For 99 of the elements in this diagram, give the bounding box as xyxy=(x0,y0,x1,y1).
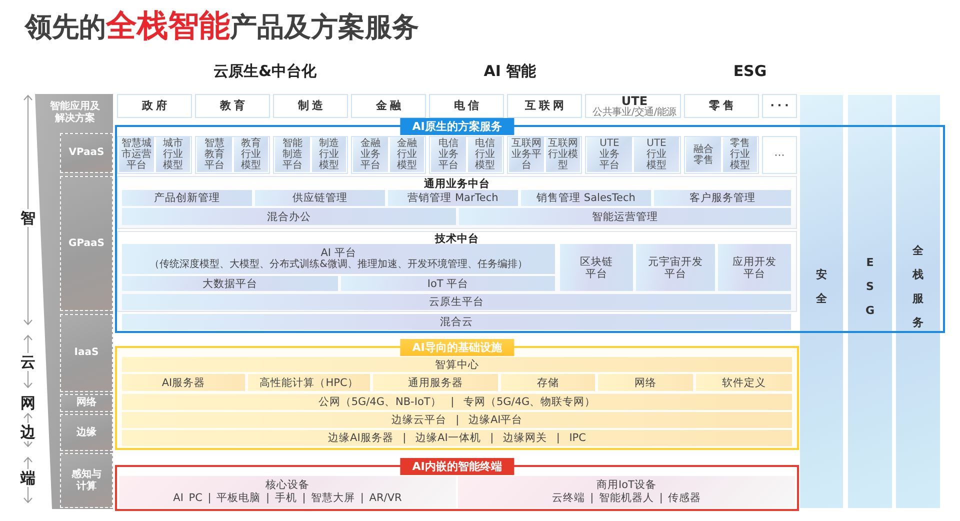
section-label: ESG xyxy=(733,62,767,80)
column-text: 全栈服务 xyxy=(912,242,924,330)
solution-tile: 互联网行业模型 xyxy=(546,137,580,172)
industry-header: 制造 xyxy=(273,94,348,118)
device-category: 商用IoT设备 xyxy=(596,479,656,492)
layer-tab: 感知与计算 xyxy=(60,453,113,508)
platform-tile: 混合云 xyxy=(122,314,791,330)
industry-header: 零售 xyxy=(684,94,759,118)
platform-tile: 智能运营管理 xyxy=(459,208,791,225)
industry-panel xyxy=(507,136,582,174)
industry-header: 金融 xyxy=(351,94,426,118)
industry-subtitle: 公共事业/交通/能源 xyxy=(592,106,676,118)
platform-tile: 营销管理 MarTech xyxy=(388,190,518,206)
solution-tile: 智能制造平台 xyxy=(275,137,310,172)
platform-tile: 元宇宙开发平台 xyxy=(636,244,715,291)
device-category: 核心设备 xyxy=(266,479,310,492)
industry-panel xyxy=(351,136,426,174)
platform-tile xyxy=(122,244,555,274)
capability-column xyxy=(896,95,940,508)
platform-tile: 销售管理 SalesTech xyxy=(521,190,651,206)
platform-group xyxy=(117,231,797,312)
industry-panel xyxy=(117,136,192,174)
platform-group xyxy=(117,176,797,229)
industry-panel xyxy=(273,136,348,174)
frame-tag: AI导向的基础设施 xyxy=(400,339,514,356)
platform-tile: 应用开发平台 xyxy=(718,244,791,291)
solution-tile: 智慧城市运营平台 xyxy=(119,137,154,172)
industry-header: 政府 xyxy=(117,94,192,118)
solution-tile: 电信行业模型 xyxy=(468,137,502,172)
solution-tile: 金融行业模型 xyxy=(390,137,424,172)
platform-tile: 产品创新管理 xyxy=(122,190,252,206)
infrastructure-tile: 存储 xyxy=(501,374,595,391)
platform-tile: 区块链平台 xyxy=(560,244,633,291)
frame-tag: AI原生的方案服务 xyxy=(400,118,514,135)
infrastructure-tile: 边缘AI服务器 | 边缘AI一体机 | 边缘网关 | IPC xyxy=(122,430,792,446)
page-title: 领先的全栈智能产品及方案服务 xyxy=(25,8,419,46)
platform-tile: 混合办公 xyxy=(122,208,456,225)
group-heading: 技术中台 xyxy=(435,233,479,245)
device-tile xyxy=(458,476,795,508)
solution-tile: 互联网业务平台 xyxy=(509,137,544,172)
industry-header: 教育 xyxy=(195,94,270,118)
infrastructure-tile: 智算中心 xyxy=(122,357,792,372)
infrastructure-tile: 公网（5G/4G、NB-IoT） | 专网（5G/4G、物联专网） xyxy=(122,394,792,410)
frame-tag: AI内嵌的智能终端 xyxy=(400,458,514,475)
industry-header: 电信 xyxy=(429,94,504,118)
platform-tile: 客户服务管理 xyxy=(654,190,791,206)
solution-tile: 电信业务平台 xyxy=(431,137,466,172)
industry-header: ··· xyxy=(762,94,797,118)
solution-tile: 智慧教育平台 xyxy=(197,137,232,172)
platform-tile: 供应链管理 xyxy=(255,190,385,206)
axis-label: 网 xyxy=(20,394,36,412)
solution-tile: 金融业务平台 xyxy=(353,137,388,172)
platform-tile: 大数据平台 xyxy=(122,276,338,291)
layer-tab: 边缘 xyxy=(60,414,113,451)
section-label: AI 智能 xyxy=(484,62,536,80)
infrastructure-tile: 网络 xyxy=(598,374,693,391)
industry-panel xyxy=(684,136,759,174)
infrastructure-tile: 高性能计算（HPC） xyxy=(248,374,370,391)
infrastructure-tile: AI服务器 xyxy=(122,374,245,391)
platform-tile: 云原生平台 xyxy=(122,294,791,310)
sidebar-heading: 智能应用及解决方案 xyxy=(49,101,101,125)
platform-tile: IoT 平台 xyxy=(341,276,555,291)
device-list: 云终端 | 智能机器人 | 传感器 xyxy=(552,492,702,505)
capability-column xyxy=(800,95,843,508)
industry-header: 互联网 xyxy=(507,94,582,118)
tile-title: AI 平台 xyxy=(320,247,356,259)
industry-panel xyxy=(585,136,681,174)
section-label: 云原生&中台化 xyxy=(213,62,317,80)
layer-tab: VPaaS xyxy=(60,133,113,173)
infrastructure-tile: 边缘云平台 | 边缘AI平台 xyxy=(122,412,792,428)
layer-sidebar xyxy=(35,94,113,509)
solution-tile: 教育行业模型 xyxy=(234,137,268,172)
infrastructure-tile: 通用服务器 xyxy=(373,374,498,391)
solution-tile: 融合零售 xyxy=(686,137,720,172)
solution-tile: UTE业务平台 xyxy=(587,137,632,172)
axis-label: 端 xyxy=(20,469,36,487)
layer-tab: GPaaS xyxy=(60,176,113,311)
solution-tile: 零售行业模型 xyxy=(722,137,757,172)
layer-tab: IaaS xyxy=(60,314,113,392)
industry-name: UTE xyxy=(621,94,648,106)
industry-header xyxy=(585,94,681,118)
infrastructure-tile: 软件定义 xyxy=(696,374,792,391)
device-list: AI PC | 平板电脑 | 手机 | 智慧大屏 | AR/VR xyxy=(173,492,402,505)
solution-tile: UTE行业模型 xyxy=(634,137,679,172)
capability-column xyxy=(848,95,892,508)
tile-description: （传统深度模型、大模型、分布式训练&微调、推理加速、开发环境管理、任务编排） xyxy=(150,259,528,271)
axis-label: 边 xyxy=(20,423,36,441)
column-text: ESG xyxy=(864,254,876,318)
industry-panel xyxy=(429,136,504,174)
solution-tile: 城市行业模型 xyxy=(156,137,190,172)
solution-tile: 制造行业模型 xyxy=(312,137,346,172)
device-tile xyxy=(119,476,456,508)
group-heading: 通用业务中台 xyxy=(424,178,490,190)
layer-tab: 网络 xyxy=(60,394,113,412)
axis-label: 智 xyxy=(20,209,36,227)
more-panel: ··· xyxy=(762,136,797,174)
axis-label: 云 xyxy=(20,353,36,371)
column-text: 安全 xyxy=(816,266,827,306)
industry-panel xyxy=(195,136,270,174)
